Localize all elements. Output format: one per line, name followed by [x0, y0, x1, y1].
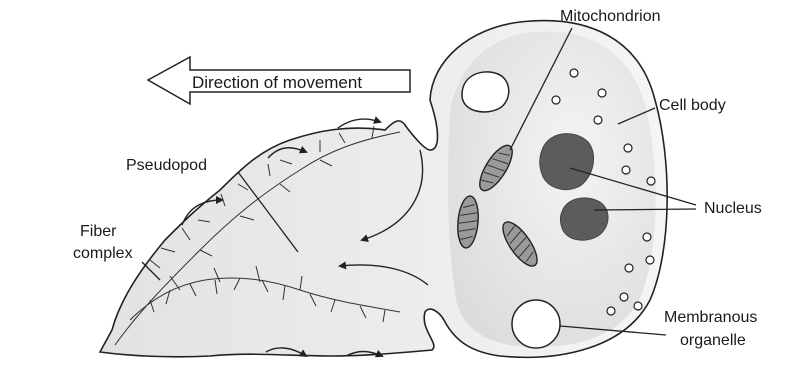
- label-membranous: Membranous: [664, 309, 757, 326]
- label-pseudopod: Pseudopod: [126, 157, 207, 174]
- label-organelle: organelle: [680, 332, 746, 349]
- label-cell-body: Cell body: [659, 97, 726, 114]
- direction-of-movement-arrow: Direction of movement: [148, 57, 410, 104]
- label-fiber: Fiber: [80, 223, 117, 240]
- direction-label: Direction of movement: [192, 73, 362, 92]
- label-mitochondrion: Mitochondrion: [560, 8, 661, 25]
- label-nucleus: Nucleus: [704, 200, 762, 217]
- membranous-organelle: [512, 300, 560, 348]
- vacuole: [462, 72, 509, 112]
- label-complex: complex: [73, 245, 133, 262]
